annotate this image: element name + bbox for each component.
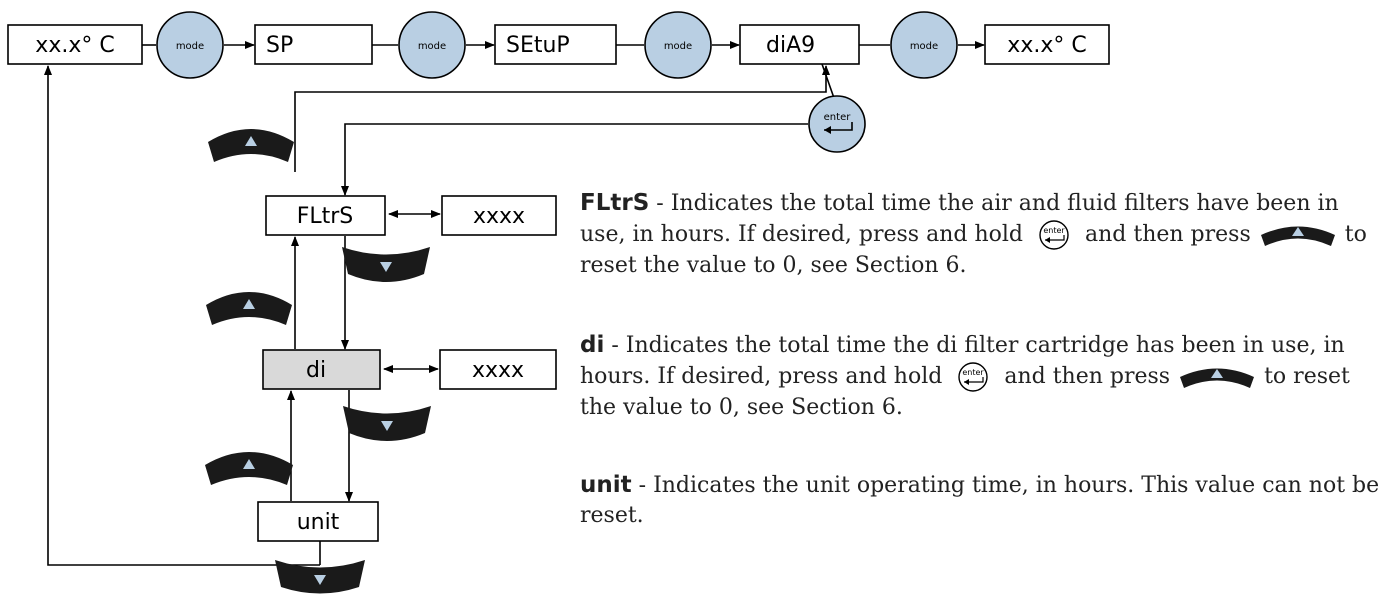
down-arrow-key-icon[interactable] xyxy=(342,247,430,282)
enter-icon: enter xyxy=(958,362,989,392)
mode-button-label: mode xyxy=(176,41,204,52)
setup-box: SEtuP xyxy=(494,24,617,65)
filters-text-c: to reset the value to 0, see Section 6. xyxy=(580,222,1367,278)
unit-dash: - xyxy=(631,473,654,498)
filters-dash: - xyxy=(649,191,671,216)
filters-term: FLtrS xyxy=(580,190,650,216)
mode-button-4[interactable]: mode xyxy=(890,11,958,79)
mode-button-3[interactable]: mode xyxy=(644,11,712,79)
mode-button-label: mode xyxy=(664,41,692,52)
up-arrow-key-icon[interactable] xyxy=(208,129,294,162)
unit-term: unit xyxy=(580,472,632,498)
mode-button-label: mode xyxy=(418,41,446,52)
filters-value-box: xxxx xyxy=(441,195,557,236)
enter-icon-label: enter xyxy=(1043,226,1065,235)
up-arrow-key-icon xyxy=(1260,226,1335,246)
temp-display-start-box: xx.x° C xyxy=(7,24,143,65)
up-arrow-key-icon xyxy=(1180,368,1255,388)
di-description: di - Indicates the total time the di fil… xyxy=(580,330,1380,423)
di-dash: - xyxy=(604,333,626,358)
filters-text-b: and then press xyxy=(1085,222,1251,247)
di-text-a: Indicates the total time the di filter c… xyxy=(580,333,1345,389)
enter-button-label: enter xyxy=(824,112,852,123)
diagnostics-label: diA9 xyxy=(766,33,815,58)
down-arrow-key-icon[interactable] xyxy=(343,406,431,441)
di-label: di xyxy=(306,358,326,383)
setup-label: SEtuP xyxy=(506,33,570,58)
up-arrow-key-icon[interactable] xyxy=(206,292,292,325)
filters-value-label: xxxx xyxy=(473,204,525,229)
di-term: di xyxy=(580,332,605,358)
setpoint-box: SP xyxy=(254,24,373,65)
unit-description: unit - Indicates the unit operating time… xyxy=(580,470,1380,531)
di-box: di xyxy=(262,349,381,390)
filters-box: FLtrS xyxy=(265,195,386,236)
mode-button-label: mode xyxy=(910,41,938,52)
di-value-label: xxxx xyxy=(472,358,524,383)
enter-button[interactable]: enter xyxy=(808,95,866,153)
mode-button-1[interactable]: mode xyxy=(156,11,224,79)
di-text-b: and then press xyxy=(1004,364,1171,389)
unit-text-a: Indicates the unit operating time, in ho… xyxy=(580,473,1380,528)
unit-box: unit xyxy=(257,501,379,542)
di-text-c: to reset the value to 0, see Section 6. xyxy=(580,364,1350,420)
diagnostics-box: diA9 xyxy=(739,24,860,65)
filters-label: FLtrS xyxy=(297,204,354,229)
enter-icon: enter xyxy=(1039,220,1069,250)
di-value-box: xxxx xyxy=(439,349,557,390)
filters-description: FLtrS - Indicates the total time the air… xyxy=(580,188,1380,281)
up-arrow-key-icon[interactable] xyxy=(205,452,293,485)
temp-display-end-box: xx.x° C xyxy=(984,24,1110,65)
temp-display-start-label: xx.x° C xyxy=(35,33,114,58)
filters-text-a: Indicates the total time the air and flu… xyxy=(580,191,1339,247)
down-arrow-key-icon[interactable] xyxy=(275,560,365,594)
unit-label: unit xyxy=(297,510,340,535)
mode-button-2[interactable]: mode xyxy=(398,11,466,79)
temp-display-end-label: xx.x° C xyxy=(1007,33,1086,58)
setpoint-label: SP xyxy=(266,33,293,58)
enter-icon-label: enter xyxy=(963,368,985,377)
